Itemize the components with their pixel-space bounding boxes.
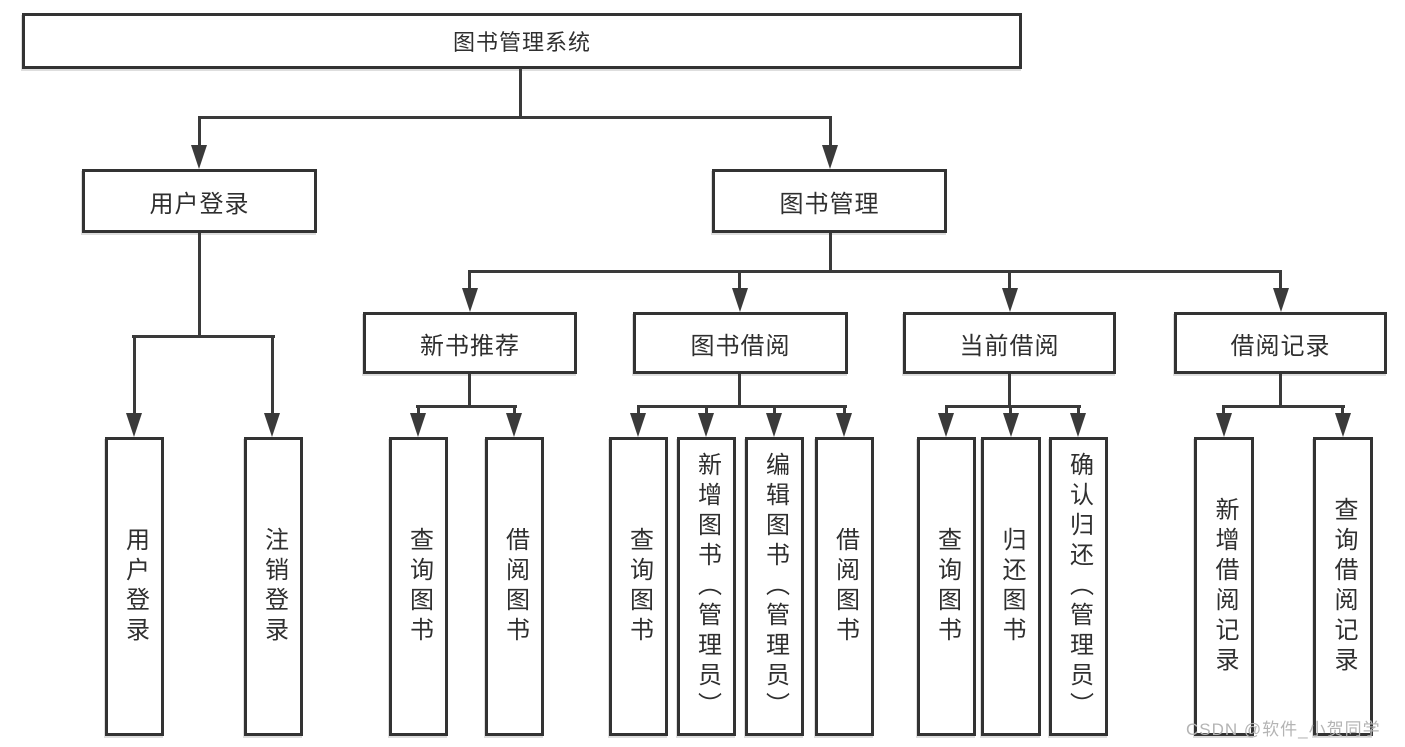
- connector-line: [198, 119, 201, 147]
- connector-line: [945, 405, 1081, 408]
- connector-line: [1279, 273, 1282, 290]
- arrowhead-down-icon: [191, 145, 207, 169]
- leaf-label: 新增借阅记录: [1211, 496, 1238, 677]
- connector-line: [198, 233, 201, 338]
- node-label: 借阅记录: [1230, 332, 1331, 360]
- arrowhead-down-icon: [938, 413, 954, 437]
- node-label: 用户登录: [149, 190, 250, 218]
- leaf-label: 新增图书（管理员）: [693, 451, 721, 722]
- connector-line: [416, 405, 517, 408]
- node-label: 图书管理: [779, 190, 880, 218]
- arrowhead-down-icon: [1273, 288, 1289, 312]
- arrowhead-down-icon: [822, 145, 838, 169]
- connector-line: [1008, 374, 1011, 408]
- arrowhead-down-icon: [698, 413, 714, 437]
- leaf-user-login: 用户登录: [105, 437, 164, 736]
- leaf-edit-book-admin: 编辑图书（管理员）: [745, 437, 804, 736]
- connector-line: [829, 233, 832, 273]
- node-book-borrowing: 图书借阅: [633, 312, 848, 374]
- leaf-query-books-current: 查询图书: [917, 437, 976, 736]
- node-label: 图书管理系统: [452, 30, 591, 55]
- connector-line: [198, 116, 832, 119]
- leaf-add-book-admin: 新增图书（管理员）: [677, 437, 736, 736]
- node-label: 图书借阅: [690, 332, 791, 360]
- connector-line: [637, 405, 847, 408]
- node-book-management: 图书管理: [712, 169, 947, 233]
- leaf-label: 编辑图书（管理员）: [761, 451, 789, 722]
- connector-line: [1009, 405, 1012, 417]
- connector-line: [1222, 405, 1225, 417]
- watermark: CSDN @软件_小贺同学: [1186, 720, 1381, 739]
- connector-line: [1008, 273, 1011, 290]
- leaf-label: 归还图书: [998, 526, 1025, 647]
- node-user-login: 用户登录: [82, 169, 317, 233]
- node-current-borrowing: 当前借阅: [903, 312, 1116, 374]
- leaf-label: 查询图书: [933, 526, 961, 647]
- connector-line: [773, 405, 776, 417]
- arrowhead-down-icon: [462, 288, 478, 312]
- leaf-label: 注销登录: [260, 526, 288, 647]
- node-book-management-system: 图书管理系统: [22, 13, 1022, 69]
- leaf-query-books-recommend: 查询图书: [389, 437, 448, 736]
- connector-line: [417, 405, 420, 417]
- arrowhead-down-icon: [410, 413, 426, 437]
- connector-line: [705, 405, 708, 417]
- connector-line: [132, 335, 275, 338]
- arrowhead-down-icon: [732, 288, 748, 312]
- node-label: 当前借阅: [959, 332, 1060, 360]
- arrowhead-down-icon: [126, 413, 142, 437]
- connector-line: [1279, 374, 1282, 408]
- leaf-borrow-books-borrowing: 借阅图书: [815, 437, 874, 736]
- leaf-query-borrow-record: 查询借阅记录: [1313, 437, 1373, 736]
- leaf-label: 借阅图书: [501, 526, 529, 647]
- arrowhead-down-icon: [1003, 413, 1019, 437]
- connector-line: [519, 68, 522, 119]
- leaf-add-borrow-record: 新增借阅记录: [1194, 437, 1254, 736]
- leaf-label: 确认归还（管理员）: [1065, 451, 1093, 722]
- connector-line: [945, 405, 948, 417]
- node-borrowing-records: 借阅记录: [1174, 312, 1387, 374]
- leaf-label: 查询借阅记录: [1330, 496, 1357, 677]
- leaf-query-books-borrowing: 查询图书: [609, 437, 668, 736]
- connector-line: [468, 273, 471, 290]
- connector-line: [513, 405, 516, 417]
- leaf-return-books: 归还图书: [981, 437, 1041, 736]
- connector-line: [1222, 405, 1345, 408]
- node-new-book-recommendation: 新书推荐: [363, 312, 577, 374]
- connector-line: [843, 405, 846, 417]
- arrowhead-down-icon: [836, 413, 852, 437]
- leaf-confirm-return-admin: 确认归还（管理员）: [1049, 437, 1108, 736]
- connector-line: [1341, 405, 1344, 417]
- leaf-borrow-books-recommend: 借阅图书: [485, 437, 544, 736]
- arrowhead-down-icon: [1002, 288, 1018, 312]
- arrowhead-down-icon: [264, 413, 280, 437]
- connector-line: [1077, 405, 1080, 417]
- connector-line: [468, 374, 471, 408]
- connector-line: [829, 119, 832, 147]
- arrowhead-down-icon: [1335, 413, 1351, 437]
- connector-line: [738, 374, 741, 408]
- arrowhead-down-icon: [630, 413, 646, 437]
- arrowhead-down-icon: [506, 413, 522, 437]
- arrowhead-down-icon: [1216, 413, 1232, 437]
- connector-line: [637, 405, 640, 417]
- leaf-label: 借阅图书: [831, 526, 859, 647]
- node-label: 新书推荐: [420, 332, 520, 360]
- leaf-label: 用户登录: [121, 526, 149, 647]
- connector-line: [468, 270, 1282, 273]
- arrowhead-down-icon: [1070, 413, 1086, 437]
- leaf-label: 查询图书: [625, 526, 653, 647]
- leaf-logout: 注销登录: [244, 437, 303, 736]
- connector-line: [738, 273, 741, 290]
- connector-line: [133, 338, 136, 415]
- leaf-label: 查询图书: [405, 526, 433, 647]
- arrowhead-down-icon: [766, 413, 782, 437]
- connector-line: [271, 338, 274, 415]
